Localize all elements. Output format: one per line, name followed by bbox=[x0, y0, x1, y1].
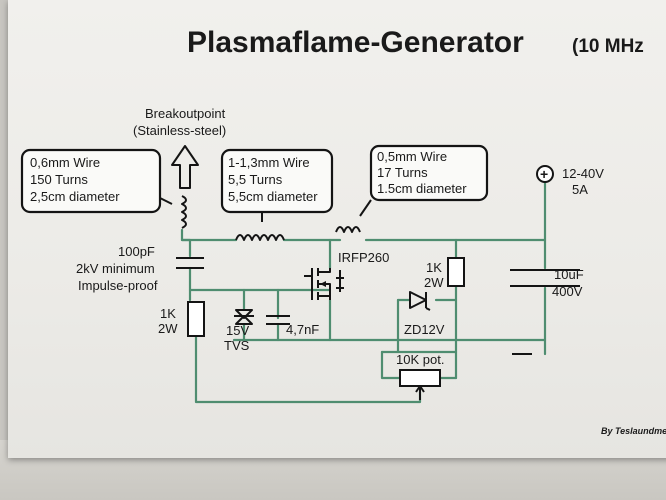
coil1-inductor bbox=[181, 195, 187, 229]
zener-label: ZD12V bbox=[404, 322, 445, 337]
wall-left bbox=[0, 0, 10, 500]
coil3-turns: 17 Turns bbox=[377, 165, 428, 180]
coil1-wire: 0,6mm Wire bbox=[30, 155, 100, 170]
coil1-spec-box bbox=[20, 148, 162, 214]
cap-bulk-voltage: 400V bbox=[552, 284, 583, 299]
resistor-left-value: 1K bbox=[160, 306, 176, 321]
cap-100pf-note: Impulse-proof bbox=[78, 278, 158, 293]
coil1-leader bbox=[159, 197, 173, 205]
supply-current: 5A bbox=[572, 182, 588, 197]
wire-coil1-to-cap bbox=[180, 228, 192, 258]
resistor-right-power: 2W bbox=[424, 275, 444, 290]
cap-bulk-symbol bbox=[510, 269, 580, 287]
coil1-diameter: 2,5cm diameter bbox=[30, 189, 120, 204]
cap-100pf-value: 100pF bbox=[118, 244, 155, 259]
resistor-right-symbol bbox=[447, 257, 465, 287]
pot-wiper-icon bbox=[415, 385, 425, 400]
pot-label: 10K pot. bbox=[396, 352, 444, 367]
mosfet-label: IRFP260 bbox=[338, 250, 389, 265]
coil2-turns: 5,5 Turns bbox=[228, 172, 283, 187]
coil2-inductor bbox=[235, 234, 285, 241]
coil3-wire: 0,5mm Wire bbox=[377, 149, 447, 164]
mosfet-symbol bbox=[304, 268, 344, 300]
cap-4n7-symbol bbox=[266, 315, 290, 325]
breakout-arrow-icon bbox=[171, 145, 199, 189]
coil3-inductor bbox=[335, 226, 361, 233]
cap-100pf-symbol bbox=[176, 257, 204, 269]
pot-symbol bbox=[399, 369, 441, 387]
tvs-type: TVS bbox=[224, 338, 250, 353]
coil2-spec-box bbox=[220, 148, 334, 214]
coil1-turns: 150 Turns bbox=[30, 172, 88, 187]
resistor-right-value: 1K bbox=[426, 260, 442, 275]
resistor-left-power: 2W bbox=[158, 321, 178, 336]
coil3-diameter: 1.5cm diameter bbox=[377, 181, 467, 196]
coil3-leader bbox=[359, 199, 372, 217]
tvs-value: 15V bbox=[226, 323, 249, 338]
breakout-label-line1: Breakoutpoint bbox=[145, 106, 226, 121]
cap-bulk-value: 10uF bbox=[554, 267, 584, 282]
zener-diode-symbol bbox=[409, 291, 431, 311]
coil3-spec-box bbox=[369, 144, 489, 202]
wire-pot-left bbox=[380, 350, 402, 380]
diagram-title: Plasmaflame-Generator bbox=[187, 26, 524, 59]
diagram-title-suffix: (10 MHz bbox=[572, 36, 644, 57]
breakout-label-line2: (Stainless-steel) bbox=[133, 123, 226, 138]
tvs-diode-symbol bbox=[234, 309, 254, 325]
author-credit: By Teslaundme bbox=[601, 426, 666, 436]
supply-terminal-symbol: + bbox=[540, 166, 548, 182]
coil2-diameter: 5,5cm diameter bbox=[228, 189, 318, 204]
supply-terminal-icon bbox=[536, 165, 554, 183]
supply-voltage: 12-40V bbox=[562, 166, 604, 181]
cap-100pf-rating: 2kV minimum bbox=[76, 261, 155, 276]
coil2-wire: 1-1,3mm Wire bbox=[228, 155, 310, 170]
resistor-left-symbol bbox=[187, 301, 205, 337]
cap-4n7-value: 4,7nF bbox=[286, 322, 319, 337]
